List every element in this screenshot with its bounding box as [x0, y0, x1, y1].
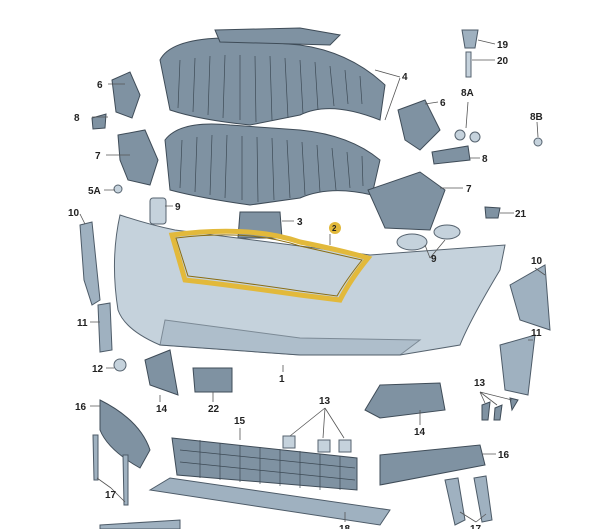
sensor-part-12	[113, 358, 127, 372]
cover-part-13-3	[338, 439, 352, 453]
callout-3: 3	[297, 217, 303, 228]
callout-13: 13	[319, 396, 331, 407]
callout-19: 19	[497, 40, 509, 51]
cover-part-21	[484, 206, 501, 219]
strip-part-11	[97, 302, 113, 353]
screw-part-5a	[113, 184, 123, 194]
strip-part-10	[79, 221, 101, 306]
screw-part-8b	[533, 137, 543, 147]
callout-6-right: 6	[440, 98, 446, 109]
callout-2: 2	[332, 224, 337, 233]
bracket-part-14-right	[364, 382, 446, 419]
spoiler-part-18	[148, 477, 391, 526]
cover-part-13-2	[317, 439, 331, 453]
strips-part-17	[92, 434, 129, 506]
callout-21: 21	[515, 209, 527, 220]
top-strip	[214, 27, 342, 46]
trim-frame-part-2-highlighted	[168, 228, 373, 303]
callout-10: 10	[68, 208, 80, 219]
pin-part-20	[465, 51, 472, 78]
callout-13-right: 13	[474, 378, 486, 389]
callout-8b: 8B	[530, 112, 543, 123]
grille-part-16-right	[379, 444, 486, 486]
cap-part-19	[461, 29, 479, 49]
cover-part-9-right-2	[433, 224, 461, 240]
bracket-part-14	[144, 349, 179, 396]
cover-part-13	[282, 435, 296, 449]
callout-4: 4	[402, 72, 408, 83]
bracket-part-22	[192, 367, 233, 393]
clip-part-8	[91, 113, 107, 130]
strip-part-11-right	[499, 334, 536, 396]
callout-11-right: 11	[531, 328, 542, 339]
callout-7: 7	[95, 151, 101, 162]
callout-2-badge	[329, 222, 341, 234]
clip-part-8a	[454, 129, 466, 141]
callout-10-right: 10	[531, 256, 543, 267]
callout-9-right: 9	[431, 254, 437, 265]
callout-12: 12	[92, 364, 104, 375]
callout-8: 8	[74, 113, 80, 124]
callout-20: 20	[497, 56, 509, 67]
bumper-cover-part-1	[113, 214, 506, 356]
callout-9: 9	[175, 202, 181, 213]
callout-17: 17	[105, 490, 117, 501]
cover-part-9	[149, 197, 167, 225]
strip-part-10-right	[509, 264, 551, 331]
callout-17-right: 17	[470, 524, 482, 529]
strips-part-17-right	[444, 475, 493, 526]
callout-16-right: 16	[498, 450, 510, 461]
lower-grille-part-4	[164, 123, 381, 206]
callout-18: 18	[339, 524, 351, 529]
grille-part-15	[171, 437, 358, 491]
clips-part-13	[481, 397, 519, 421]
bracket-part-7	[117, 129, 159, 186]
callout-6: 6	[97, 80, 103, 91]
callout-8-right: 8	[482, 154, 488, 165]
cover-part-9-right	[396, 233, 428, 251]
callout-1: 1	[279, 374, 285, 385]
callout-22: 22	[208, 404, 220, 415]
bracket-part-6	[111, 71, 141, 119]
callout-8a: 8A	[461, 88, 474, 99]
callout-14-right: 14	[414, 427, 426, 438]
clip-part-8a-2	[469, 131, 481, 143]
callout-15: 15	[234, 416, 246, 427]
callout-7-right: 7	[466, 184, 472, 195]
callout-11: 11	[77, 318, 88, 329]
callout-16: 16	[75, 402, 87, 413]
callout-labels: 19 20 4 6 8 7 5A 9 10 3 2 6 8A 8B 8 7 21…	[68, 40, 543, 529]
grille-part-16	[99, 399, 151, 469]
bracket-part-7-right	[367, 171, 446, 231]
callout-5a: 5A	[88, 186, 101, 197]
bracket-part-6-right	[397, 99, 441, 151]
upper-grille-part-4	[159, 37, 386, 126]
callout-14: 14	[156, 404, 168, 415]
clip-part-8-right	[431, 145, 471, 165]
